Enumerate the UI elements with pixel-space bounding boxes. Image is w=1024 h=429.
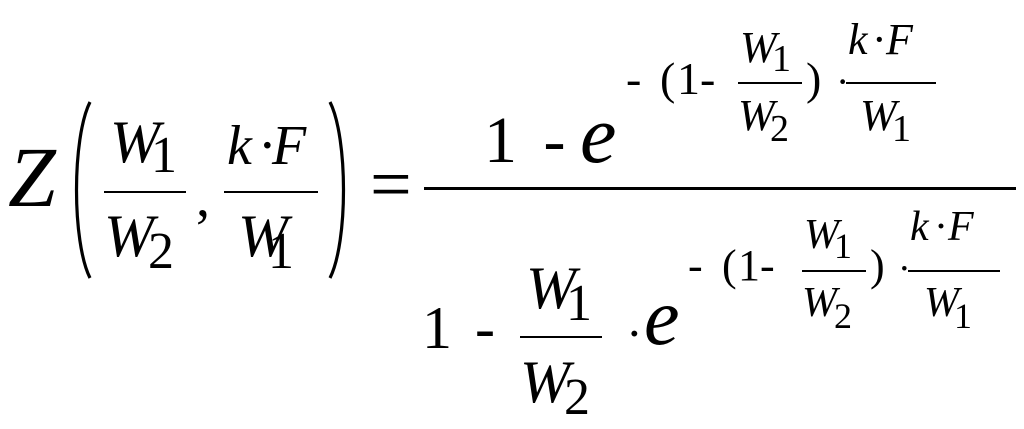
numerator-one-minus: 1 - <box>484 104 566 177</box>
denominator-frac-num-sub: 1 <box>566 275 592 332</box>
denominator-frac-den-sub: 2 <box>564 369 590 426</box>
arg2-fraction-bar <box>224 191 318 193</box>
denominator-exp-dot: · <box>898 248 911 290</box>
denominator-one-minus: 1 - <box>422 295 495 361</box>
numerator-exp-frac-bar <box>738 82 802 84</box>
arg2-numerator-f: F <box>272 115 307 177</box>
denominator-exp-frac-den-sub: 2 <box>834 296 852 336</box>
denominator-frac-bar <box>520 336 602 338</box>
numerator-exp-frac2-num-dot: · <box>872 15 887 64</box>
arg2-denominator-sub: 1 <box>268 223 294 280</box>
denominator-exp-frac-num-var: W <box>804 212 839 258</box>
numerator-exp-open-paren: ( <box>660 53 676 104</box>
left-paren <box>74 101 92 279</box>
arg1-fraction-bar <box>104 191 186 193</box>
denominator-exp-one-minus: 1- <box>738 241 775 290</box>
arg2-numerator-dot: · <box>258 115 277 177</box>
denominator-exp-minus: - <box>688 241 703 290</box>
denominator-frac-num-var: W <box>526 255 576 321</box>
arg2-denominator-var: W <box>238 203 288 269</box>
numerator-exp-frac-num-sub: 1 <box>772 38 791 80</box>
numerator-exp-close-paren: ) <box>806 53 822 104</box>
numerator-exp-frac2-den-var: W <box>860 91 897 140</box>
denominator-exp-frac2-bar <box>908 270 1000 272</box>
denominator-exp-frac-num-sub: 1 <box>834 226 852 266</box>
arg1-numerator-sub: 1 <box>151 127 177 184</box>
arg1-denominator-sub: 2 <box>148 223 174 280</box>
denominator-exp-frac-den-var: W <box>802 280 837 326</box>
numerator-exp-one-minus: 1- <box>677 53 716 104</box>
denominator-exp-frac2-num-f: F <box>948 204 974 250</box>
numerator-exp-frac2-num-f: F <box>886 15 913 64</box>
denominator-exp-frac2-num-dot: · <box>934 204 948 250</box>
numerator-exp-frac-den-sub: 2 <box>770 108 789 150</box>
numerator-exp-minus: - <box>626 53 642 104</box>
numerator-e: e <box>580 89 617 180</box>
function-z: Z <box>8 129 56 225</box>
denominator-exp-frac2-den-var: W <box>924 280 959 326</box>
arg2-numerator-k: k <box>227 115 252 177</box>
numerator-exp-frac-num-var: W <box>740 23 777 72</box>
numerator-exp-dot: · <box>836 59 850 104</box>
denominator-exp-frac-bar <box>802 270 866 272</box>
equals-sign: = <box>370 144 412 226</box>
denominator-e: e <box>644 274 680 362</box>
denominator-exp-close-paren: ) <box>870 241 885 290</box>
numerator-exp-frac-den-var: W <box>738 91 775 140</box>
numerator-exp-frac2-bar <box>846 82 936 84</box>
right-paren <box>328 101 346 279</box>
main-fraction-bar <box>424 187 1016 190</box>
numerator-exp-frac2-den-sub: 1 <box>892 108 911 150</box>
arg1-denominator-var: W <box>104 203 154 269</box>
denominator-exp-frac2-num-k: k <box>910 204 929 250</box>
denominator-dot: · <box>626 305 643 361</box>
arg1-numerator-var: W <box>110 109 160 175</box>
denominator-exp-open-paren: ( <box>722 241 737 290</box>
numerator-exp-frac2-num-k: k <box>848 15 868 64</box>
denominator-frac-den-var: W <box>520 349 570 415</box>
denominator-exp-frac2-den-sub: 1 <box>954 296 972 336</box>
arg-comma: , <box>196 167 210 229</box>
